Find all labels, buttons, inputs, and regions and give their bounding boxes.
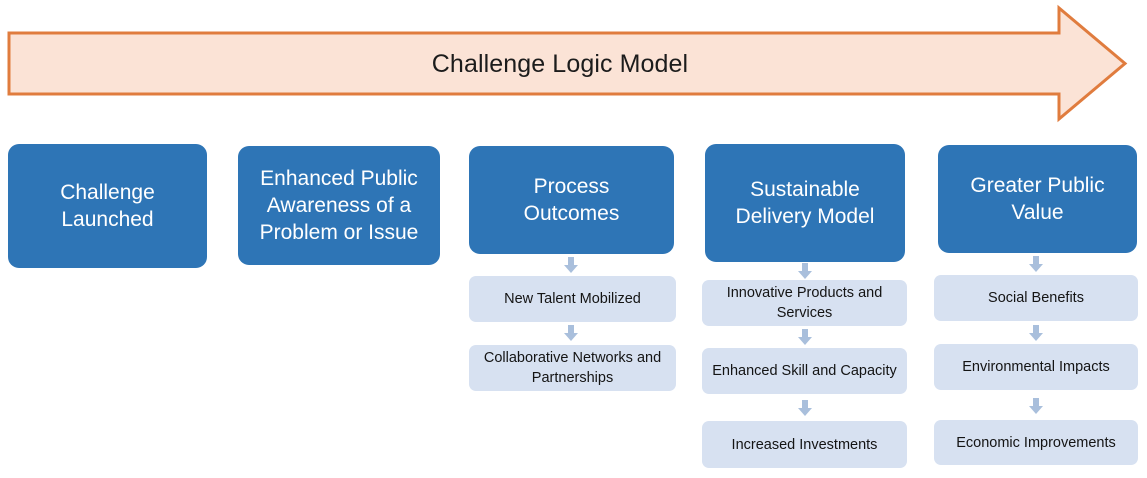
stage-label-line: Enhanced Public [260,167,418,190]
stage-label-line: Awareness of a [266,194,412,217]
connector-arrow-down [797,329,813,346]
connector-arrow-down [563,257,579,274]
stage-label-line: Outcomes [523,202,620,225]
stage-label-line: Challenge [60,181,155,204]
banner-arrow-shape [7,4,1128,123]
stage-label-line: Process [533,175,610,198]
stage-box-greater-public-value[interactable]: Greater Public Value [938,145,1137,253]
connector-arrow-down [563,325,579,342]
stage-box-challenge-launched[interactable]: Challenge Launched [8,144,207,268]
stage-label: Enhanced Public Awareness of a Problem o… [260,165,419,246]
stage-label-line: Delivery Model [735,205,875,228]
substage-box[interactable]: Innovative Products and Services [702,280,907,326]
stage-label-line: Sustainable [750,178,860,201]
connector-arrow-down [797,400,813,417]
stage-label-line: Launched [61,208,154,231]
stage-label-line: Problem or Issue [259,221,419,244]
substage-box[interactable]: Social Benefits [934,275,1138,321]
substage-box[interactable]: Collaborative Networks and Partnerships [469,345,676,391]
stage-label-line: Greater Public [970,174,1105,197]
connector-arrow-down [797,263,813,280]
substage-box[interactable]: Increased Investments [702,421,907,468]
substage-box[interactable]: Enhanced Skill and Capacity [702,348,907,394]
stage-label: Process Outcomes [524,173,620,227]
connector-arrow-down [1028,398,1044,415]
stage-label: Sustainable Delivery Model [736,176,875,230]
stage-label-line: Value [1011,201,1064,224]
banner-title: Challenge Logic Model [431,50,689,78]
banner-arrow: Challenge Logic Model [0,0,1147,130]
stage-box-sustainable-delivery-model[interactable]: Sustainable Delivery Model [705,144,905,262]
stage-box-enhanced-public-awareness[interactable]: Enhanced Public Awareness of a Problem o… [238,146,440,265]
stage-label: Challenge Launched [60,179,155,233]
substage-box[interactable]: Economic Improvements [934,420,1138,465]
substage-box[interactable]: Environmental Impacts [934,344,1138,390]
stage-label: Greater Public Value [970,172,1104,226]
connector-arrow-down [1028,256,1044,273]
connector-arrow-down [1028,325,1044,342]
stage-box-process-outcomes[interactable]: Process Outcomes [469,146,674,254]
substage-box[interactable]: New Talent Mobilized [469,276,676,322]
